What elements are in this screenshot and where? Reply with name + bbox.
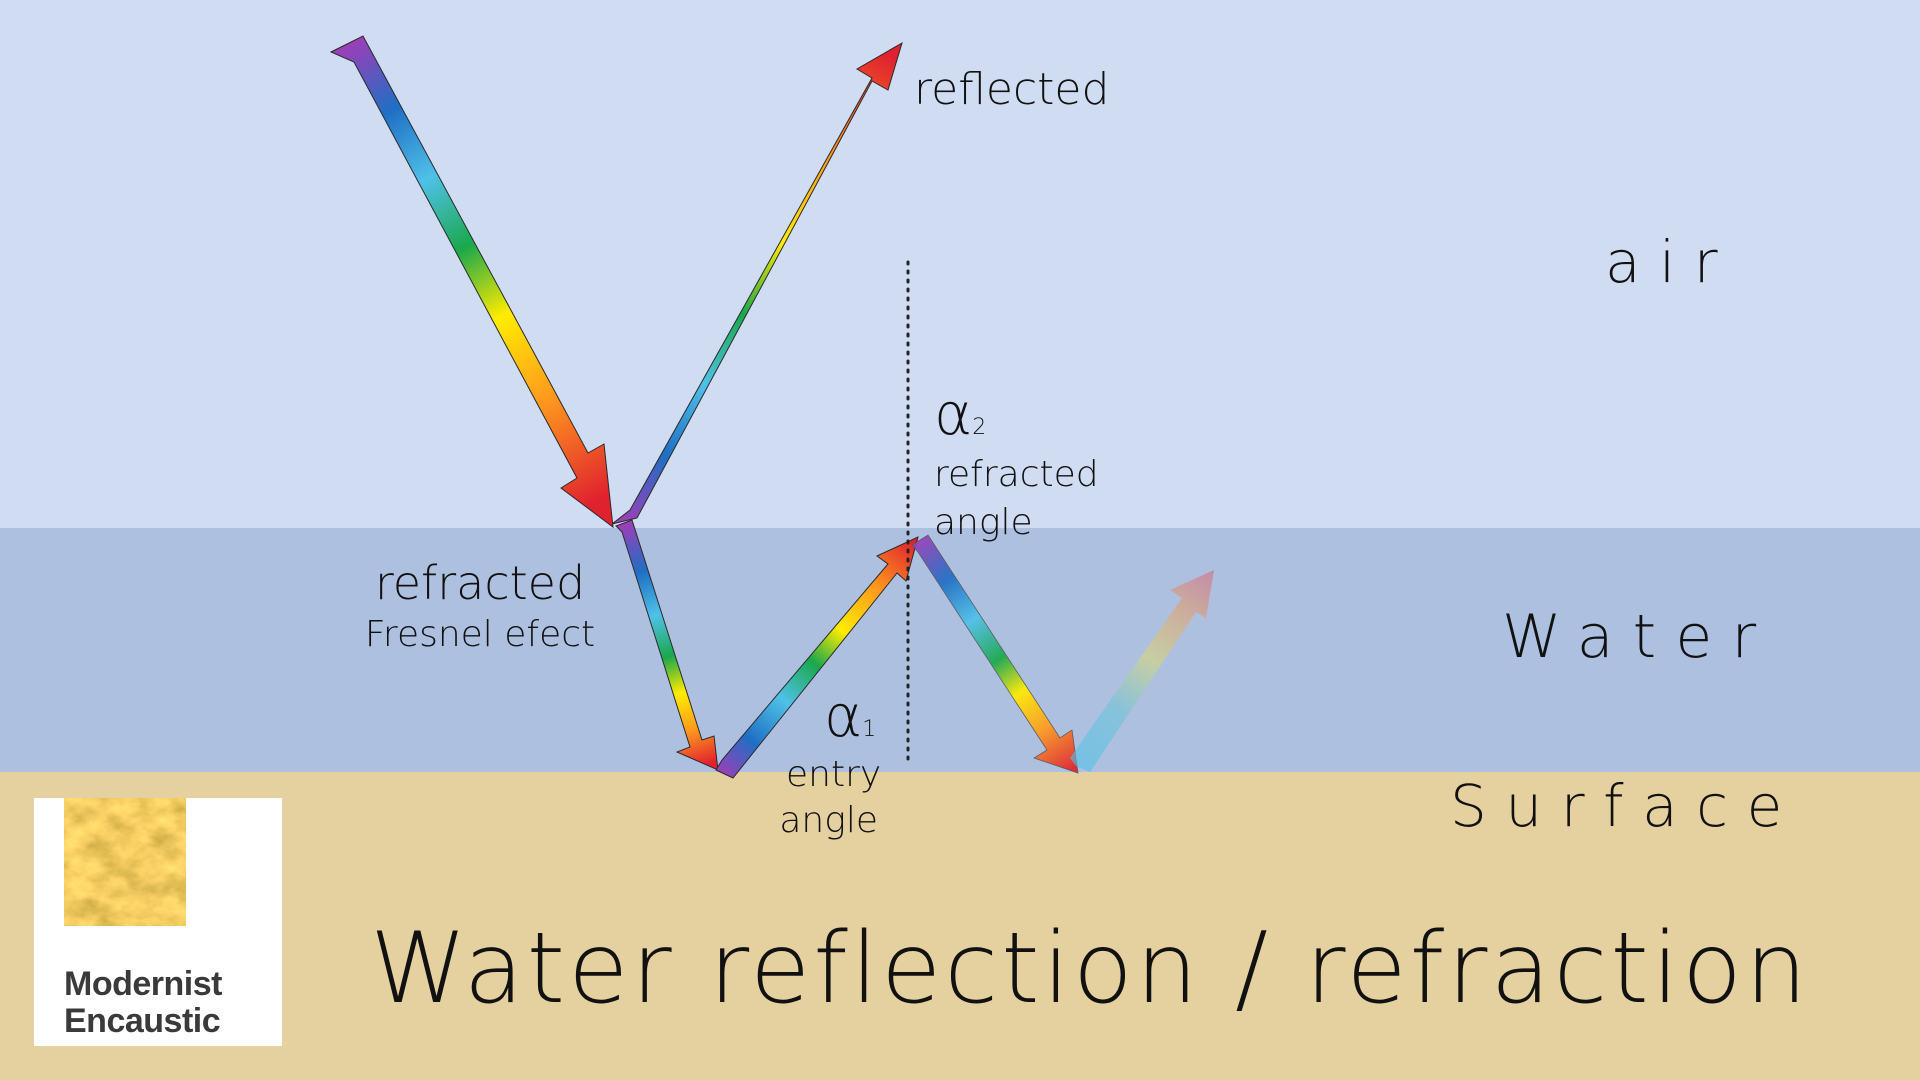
logo-line-1: Modernist	[64, 965, 222, 1003]
water-label: Water	[1502, 602, 1776, 672]
logo-line-2: Encaustic	[64, 1002, 221, 1040]
faded-ray-arrow	[1070, 570, 1214, 772]
alpha2-subscript: 2	[972, 415, 987, 440]
entry-angle-label-line1: entry	[786, 754, 882, 795]
refracted-angle-label-line2: angle	[934, 502, 1033, 543]
page-title: Water reflection / refraction	[370, 912, 1811, 1026]
entry-angle-label-line2: angle	[779, 800, 878, 841]
air-label: air	[1605, 228, 1737, 296]
bounce-ray-arrow	[715, 536, 919, 779]
refracted-angle-label-line1: refracted	[934, 454, 1099, 495]
surface-layer	[0, 772, 1920, 1080]
alpha2-symbol: α2	[934, 380, 987, 448]
reflected-label: reflected	[914, 64, 1110, 115]
incident-ray-arrow	[329, 35, 614, 529]
fresnel-effect-label: Fresnel efect	[364, 614, 596, 655]
alpha1-subscript: 1	[862, 717, 877, 742]
alpha1-symbol: α1	[824, 682, 877, 750]
logo-wordmark: Modernist Encaustic	[64, 966, 222, 1040]
surface-label: Surface	[1450, 772, 1801, 840]
reflected-ray-arrow	[611, 41, 903, 525]
refracted-label: refracted	[374, 556, 586, 610]
air-layer	[0, 0, 1920, 528]
gold-foil-square	[64, 798, 186, 926]
water-layer	[0, 528, 1920, 772]
second-refracted-ray-arrow	[911, 534, 1079, 774]
modernist-encaustic-logo: Modernist Encaustic	[34, 798, 282, 1046]
refracted-ray-arrow	[615, 519, 719, 771]
